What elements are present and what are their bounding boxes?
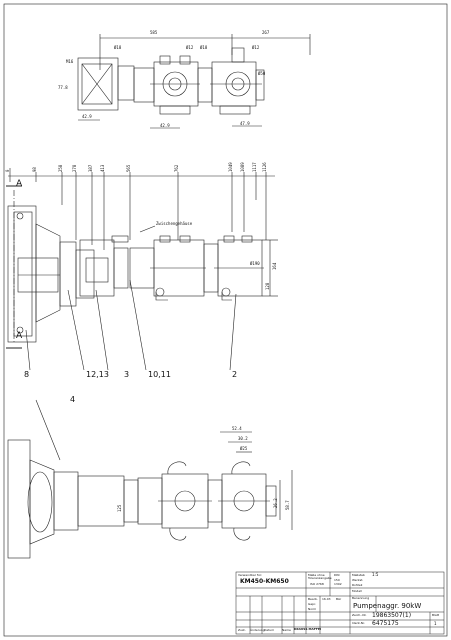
dim-label: 58.7 — [285, 500, 290, 510]
title-block-grid — [235, 571, 445, 635]
rev-col: Änderung — [250, 628, 265, 632]
dim-label: Ø18 — [114, 45, 122, 50]
drawing-no: 19863507(1) — [372, 612, 412, 619]
rev-col: Name — [282, 628, 291, 632]
top-view — [77, 34, 311, 129]
side-view — [6, 168, 278, 371]
dim-label: 42.9 — [82, 114, 92, 119]
dim-label: Ø190 — [250, 261, 260, 266]
station-label: 1117 — [252, 162, 257, 172]
dim-label: 47.9 — [240, 121, 250, 126]
scale-value: 1:5 — [372, 572, 379, 577]
material-label: Werkst. — [352, 578, 364, 582]
benennung-label: Benennung — [352, 596, 370, 600]
row-label: Bearb. — [308, 597, 318, 601]
dim-label: Ø25 — [240, 446, 248, 451]
rohteil-label: Rohteil — [352, 583, 363, 587]
drawing-no-label: Zeich.-Nr. — [352, 613, 367, 617]
dim-label: 42.9 — [160, 123, 170, 128]
station-label: 565 — [126, 164, 131, 172]
bottom-view — [7, 399, 293, 559]
station-label: 1126 — [262, 162, 267, 172]
section-mark-bottom: A — [16, 331, 23, 341]
date: 16.03 — [322, 597, 331, 601]
dim-label: Ø12 — [186, 45, 194, 50]
sheet-no: 1 — [434, 621, 437, 626]
station-label: 1049 — [228, 162, 233, 172]
dim-label: 52.4 — [232, 426, 242, 431]
din-value: 150 — [334, 578, 340, 582]
dim-label: 26.2 — [273, 498, 278, 508]
rev-col: Zust. — [238, 628, 246, 632]
dim-label: Ø18 — [200, 45, 208, 50]
dim-label: 164 — [272, 262, 277, 270]
modell-label: Modell — [352, 589, 362, 593]
sheet-frame — [3, 3, 448, 637]
station-label: 278 — [72, 164, 77, 172]
title-block: Verwendbar für: KM450-KM650 Maße ohne To… — [236, 572, 444, 634]
row-label: Gepr. — [308, 602, 316, 606]
station-label: 762 — [174, 164, 179, 172]
dim-label: 125 — [117, 504, 122, 512]
station-label: 1089 — [240, 162, 245, 172]
dim-label: M16 — [66, 59, 74, 64]
callout-label: 8 — [24, 370, 30, 379]
dim-label: Ø12 — [252, 45, 260, 50]
station-label: 258 — [58, 164, 63, 172]
dim-label: 30.2 — [238, 436, 248, 441]
callout-label: 2 — [232, 370, 238, 379]
company-name: KRAUSS MAFFEI — [294, 627, 322, 631]
dim-label: 585 — [150, 30, 158, 35]
usage-label: Verwendbar für: — [238, 573, 263, 577]
tolerance-note: Maße ohne Toleranzangabe — [308, 573, 332, 580]
dim-label: 77.8 — [58, 85, 68, 90]
sheet-label: Blatt — [432, 613, 440, 617]
dim-label: 128 — [265, 282, 270, 290]
station-label: 98 — [32, 167, 37, 172]
callout-label: 12,13 — [86, 370, 109, 379]
callout-label: 10,11 — [148, 370, 171, 379]
row-label: Norm — [308, 607, 317, 611]
housing-note: Zwischengehäuse — [156, 221, 193, 226]
ident-label: Ident-Nr. — [352, 621, 365, 625]
name: Bär — [336, 597, 342, 601]
rev-col: Datum — [264, 628, 275, 632]
drawing-title: Pumpenaggr. 90kW — [353, 602, 422, 610]
section-mark-top: A — [16, 179, 23, 189]
tolerance-standard: ISO 2768 — [310, 582, 324, 586]
station-label: 387 — [88, 164, 93, 172]
scale-label: Maßstab — [352, 573, 365, 577]
dim-label: Ø50 — [258, 71, 266, 76]
machine-name: KM450-KM650 — [240, 578, 289, 585]
din-value: 1302 — [334, 582, 342, 586]
din-label: DIN — [334, 573, 340, 577]
station-label: 0 — [5, 169, 10, 172]
dim-label: 267 — [262, 30, 270, 35]
callout-label: 3 — [124, 370, 130, 379]
station-label: 413 — [100, 164, 105, 172]
ident-no: 6475175 — [372, 620, 399, 627]
callout-label: 4 — [70, 395, 76, 404]
